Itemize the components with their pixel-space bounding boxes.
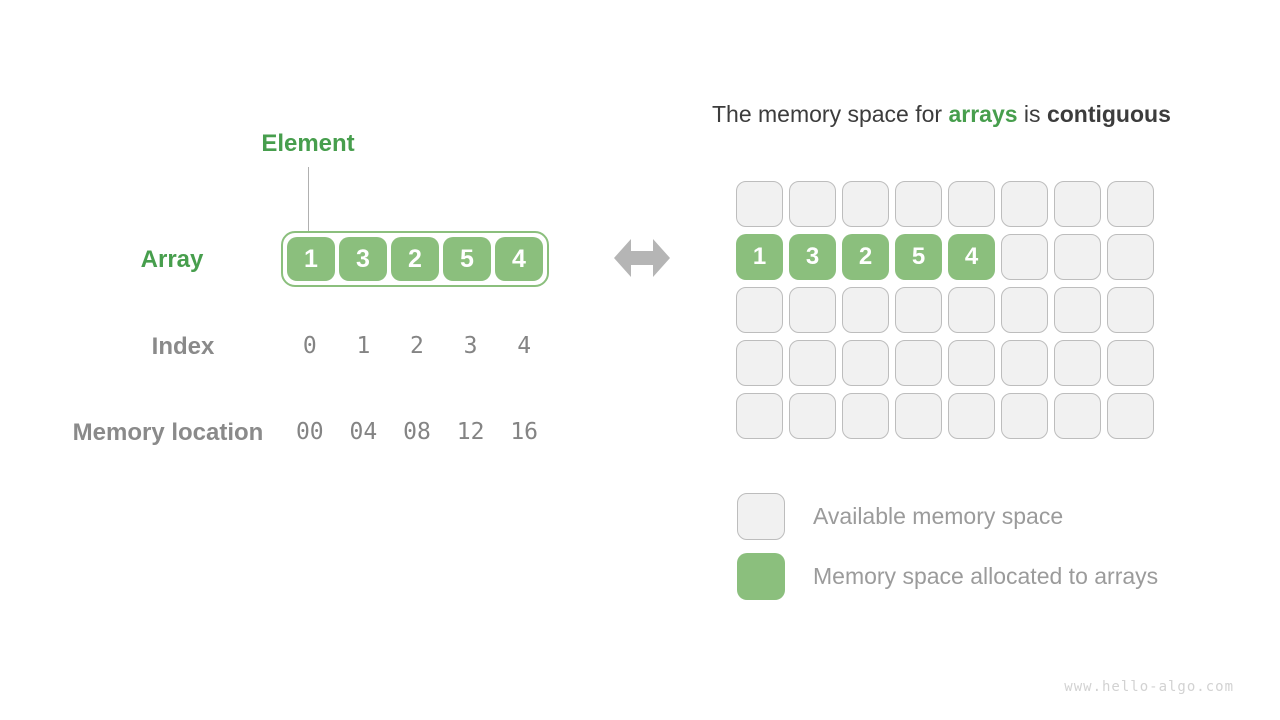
memory-location-value: 16 [510, 419, 539, 445]
array-cell: 3 [339, 237, 387, 281]
memory-cell-available [948, 340, 995, 386]
figure-title: The memory space for arrays is contiguou… [712, 101, 1232, 128]
memory-cell-allocated: 3 [789, 234, 836, 280]
memory-location-value-row: 00 04 08 12 16 [283, 419, 551, 445]
memory-cell-available [1054, 287, 1101, 333]
memory-cell-available [948, 393, 995, 439]
memory-cell-available [736, 340, 783, 386]
memory-cell-available [1054, 234, 1101, 280]
memory-cell-available [1054, 181, 1101, 227]
memory-cell-available [842, 340, 889, 386]
title-middle: is [1017, 101, 1047, 127]
array-cell: 1 [287, 237, 335, 281]
array-cell: 5 [443, 237, 491, 281]
memory-cell-available [1001, 393, 1048, 439]
memory-cell-available [895, 340, 942, 386]
memory-cell-available [842, 393, 889, 439]
memory-cell-available [1001, 234, 1048, 280]
memory-cell-available [842, 287, 889, 333]
index-value: 4 [517, 333, 532, 359]
index-value: 2 [410, 333, 424, 359]
memory-location-value: 08 [403, 419, 431, 445]
array-label: Array [140, 246, 204, 273]
memory-cell-available [895, 287, 942, 333]
memory-cell-available [1001, 340, 1048, 386]
memory-location-label: Memory location [72, 419, 264, 446]
memory-location-value: 00 [295, 419, 324, 445]
memory-cell-available [1001, 181, 1048, 227]
index-value: 3 [463, 333, 478, 359]
legend-label: Available memory space [813, 503, 1064, 529]
memory-cell-allocated: 5 [895, 234, 942, 280]
memory-cell-available [789, 340, 836, 386]
array-cell: 4 [495, 237, 543, 281]
memory-cell-available [1001, 287, 1048, 333]
memory-cell-available [1107, 340, 1154, 386]
memory-cell-allocated: 2 [842, 234, 889, 280]
memory-cell-available [842, 181, 889, 227]
memory-cell-available [736, 393, 783, 439]
index-value: 0 [302, 333, 317, 359]
memory-cell-available [1107, 287, 1154, 333]
index-value-row: 0 1 2 3 4 [283, 333, 551, 359]
memory-cell-available [789, 181, 836, 227]
memory-cell-available [1107, 181, 1154, 227]
memory-cell-available [736, 181, 783, 227]
array-cell: 2 [391, 237, 439, 281]
index-label: Index [151, 333, 215, 360]
memory-location-value: 04 [349, 419, 378, 445]
allocated-memory-swatch [737, 553, 785, 600]
index-value: 1 [356, 333, 371, 359]
memory-cell-available [1054, 340, 1101, 386]
memory-cell-available [948, 181, 995, 227]
element-label: Element [261, 130, 355, 157]
title-prefix: The memory space for [712, 101, 949, 127]
legend-item-available: Available memory space [737, 493, 1063, 540]
available-memory-swatch [737, 493, 785, 540]
legend-item-allocated: Memory space allocated to arrays [737, 553, 1158, 600]
legend-label: Memory space allocated to arrays [813, 563, 1159, 589]
memory-cell-available [1107, 393, 1154, 439]
memory-cell-available [789, 393, 836, 439]
element-pointer-line [308, 167, 309, 231]
watermark: www.hello-algo.com [1064, 679, 1234, 695]
memory-cell-allocated: 4 [948, 234, 995, 280]
double-arrow-icon [614, 238, 670, 283]
memory-cell-available [736, 287, 783, 333]
memory-cell-allocated: 1 [736, 234, 783, 280]
memory-cell-available [1107, 234, 1154, 280]
memory-cell-available [1054, 393, 1101, 439]
memory-cell-available [895, 393, 942, 439]
memory-cell-available [789, 287, 836, 333]
memory-cell-available [895, 181, 942, 227]
memory-location-value: 12 [456, 419, 485, 445]
title-highlight-arrays: arrays [948, 101, 1018, 127]
title-bold-contiguous: contiguous [1046, 101, 1171, 127]
memory-cell-available [948, 287, 995, 333]
